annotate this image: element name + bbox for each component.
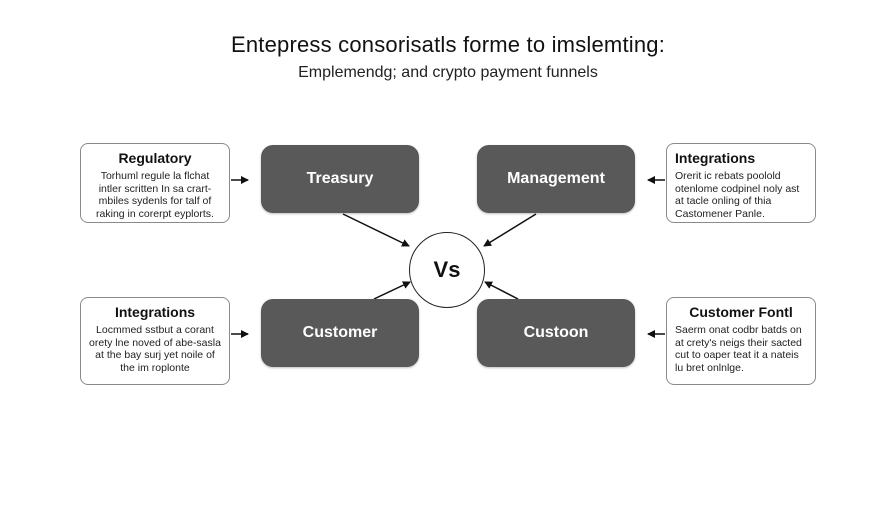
diagram-subtitle: Emplemendg; and crypto payment funnels [298,64,598,81]
arrow-custoon-to-hub [484,281,519,300]
node-treasury: Treasury [261,145,419,213]
diagram-title: Entepress consorisatls forme to imslemti… [230,32,666,57]
note-regulatory: Regulatory Torhuml regule la flchat intl… [80,143,230,223]
arrow-treasury-to-hub [342,213,410,247]
note-integrations-bottom: Integrations Locmmed sstbut a corant ore… [80,297,230,385]
note-integrations-top: Integrations Orerit ic rebats poolold ot… [666,143,816,223]
note-title: Regulatory [118,150,192,166]
note-text: Saerm onat codbr batds on at crety's nei… [675,324,802,374]
node-customer: Customer [261,299,419,367]
note-text: Locmmed sstbut a corant orety lne noved … [89,324,221,374]
node-management: Management [477,145,635,213]
hub-node: Vs [409,232,485,308]
note-text: Torhuml regule la flchat intler scritten… [96,170,214,220]
arrow-management-to-hub [483,213,537,247]
note-title: Integrations [675,150,756,166]
node-custoon: Custoon [477,299,635,367]
note-title: Integrations [114,304,196,320]
arrow-customer-to-hub [373,281,411,300]
note-customer-font: Customer Fontl Saerm onat codbr batds on… [666,297,816,385]
note-text: Orerit ic rebats poolold otenlome codpin… [675,170,800,220]
note-title: Customer Fontl [689,304,793,320]
